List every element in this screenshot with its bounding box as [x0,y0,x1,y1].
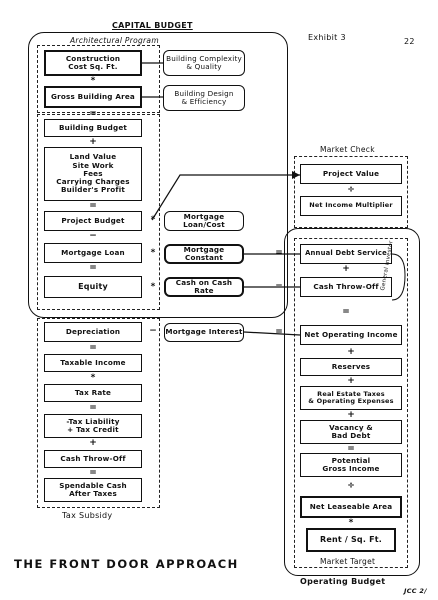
construction-cost-box: Construction Cost Sq. Ft. [44,50,142,76]
market-check-frame [294,156,408,228]
equals-op-6: = [89,468,97,478]
tax-subsidy-label: Tax Subsidy [62,511,113,520]
cash-throw-off-right-box: Cash Throw-Off [300,277,392,297]
equals-op-4: = [89,343,97,353]
plus-op-1: + [89,137,97,147]
architectural-program-label: Architectural Program [70,36,159,45]
taxable-income-box: Taxable Income [44,354,142,372]
capital-budget-title: CAPITAL BUDGET [112,21,193,30]
mortgage-interest-box: Mortgage Interest [164,323,244,342]
market-target-label: Market Target [320,557,376,566]
operating-inner-frame [294,238,408,568]
times-op-2: * [150,215,156,225]
equals-link-3: = [275,327,283,337]
equals-op-7: = [342,307,350,317]
plus-op-4: + [347,347,355,357]
depreciation-box: Depreciation [44,322,142,342]
building-complexity-box: Building Complexity & Quality [163,50,245,76]
times-op-3: * [150,248,156,258]
project-budget-box: Project Budget [44,211,142,231]
potential-gross-income-box: Potential Gross Income [300,453,402,477]
minus-op-1: − [89,231,97,241]
plus-op-2: + [89,438,97,448]
mortgage-loan-cost-box: Mortgage Loan/Cost [164,211,244,231]
real-estate-taxes-box: Real Estate Taxes & Operating Expenses [300,386,402,410]
times-op-5: * [90,373,96,383]
divide-op-2: ÷ [347,481,355,491]
equals-op-3: = [89,263,97,273]
divide-op-1: ÷ [347,185,355,195]
gross-building-area-box: Gross Building Area [44,86,142,108]
operating-budget-frame [284,228,420,576]
cash-on-cash-rate-box: Cash on Cash Rate [164,277,244,297]
plus-op-3: + [342,264,350,274]
equals-op-1: = [89,109,97,119]
market-check-label: Market Check [320,145,375,154]
times-op-1: * [90,76,96,86]
rent-sqft-box: Rent / Sq. Ft. [306,528,396,552]
plus-op-5: + [347,376,355,386]
project-value-box: Project Value [300,164,402,184]
equals-link-1: = [275,248,283,258]
operating-budget-label: Operating Budget [300,577,386,586]
equals-op-2: = [89,201,97,211]
land-value-box: Land Value Site Work Fees Carrying Charg… [44,147,142,201]
capital-left-frame [37,114,160,310]
reserves-box: Reserves [300,358,402,376]
equals-op-5: = [89,403,97,413]
tax-subsidy-frame [37,318,160,508]
times-op-4: * [150,282,156,292]
mortgage-loan-box: Mortgage Loan [44,243,142,263]
author-initials: JCC 2/ [404,587,427,595]
net-leaseable-area-box: Net Leaseable Area [300,496,402,518]
front-door-approach-title: THE FRONT DOOR APPROACH [14,557,239,571]
net-income-multiplier-box: Net Income Multiplier [300,196,402,216]
spendable-cash-box: Spendable Cash After Taxes [44,478,142,502]
plus-op-6: + [347,410,355,420]
exhibit-label: Exhibit 3 [308,33,346,42]
cash-throw-off-left-box: Cash Throw-Off [44,450,142,468]
building-budget-box: Building Budget [44,119,142,137]
annual-debt-service-box: Annual Debt Service [300,244,392,264]
page-number: 22 [404,37,415,46]
net-operating-income-box: Net Operating Income [300,325,402,345]
tax-rate-box: Tax Rate [44,384,142,402]
tax-liability-box: -Tax Liability + Tax Credit [44,414,142,438]
minus-op-2: − [149,326,157,336]
architectural-program-frame [37,45,160,113]
vacancy-bad-debt-box: Vacancy & Bad Debt [300,420,402,444]
equity-box: Equity [44,276,142,298]
times-op-6: * [348,518,354,528]
mortgage-constant-box: Mortgage Constant [164,244,244,264]
equals-op-8: = [347,444,355,454]
building-design-box: Building Design & Efficiency [163,85,245,111]
